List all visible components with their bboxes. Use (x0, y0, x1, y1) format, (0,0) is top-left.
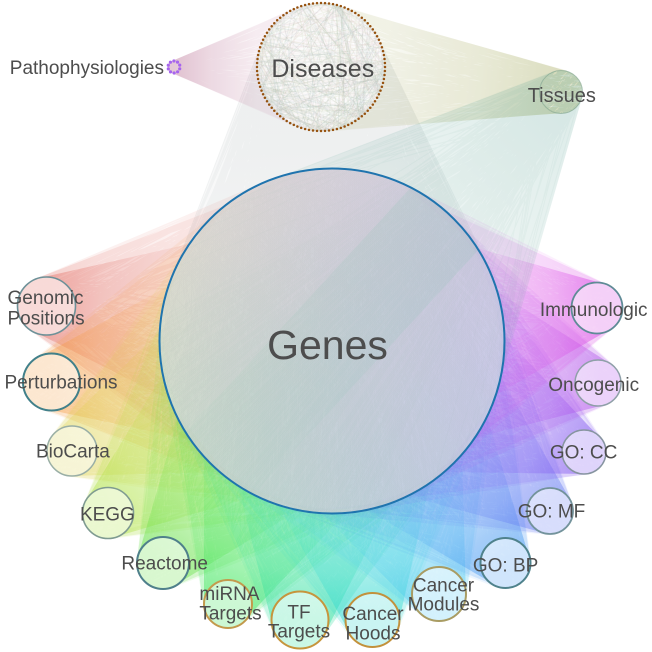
svg-text:GO: CC: GO: CC (550, 443, 618, 464)
svg-text:Pathophysiologies: Pathophysiologies (10, 58, 164, 79)
svg-text:GO: MF: GO: MF (518, 502, 586, 523)
svg-text:Hoods: Hoods (346, 623, 401, 644)
svg-text:Immunologic: Immunologic (540, 300, 648, 321)
svg-text:Genomic: Genomic (8, 288, 84, 309)
svg-text:miRNA: miRNA (199, 584, 259, 605)
svg-text:Genes: Genes (267, 322, 388, 368)
svg-text:GO: BP: GO: BP (473, 555, 538, 576)
svg-text:Positions: Positions (8, 309, 85, 330)
svg-text:Reactome: Reactome (121, 554, 208, 575)
svg-text:Modules: Modules (408, 594, 480, 615)
svg-text:TF: TF (287, 602, 310, 623)
svg-text:Targets: Targets (268, 622, 330, 643)
svg-text:Cancer: Cancer (413, 575, 475, 596)
svg-text:BioCarta: BioCarta (36, 442, 110, 463)
svg-text:Targets: Targets (199, 604, 261, 625)
svg-text:KEGG: KEGG (80, 504, 135, 525)
svg-text:Tissues: Tissues (528, 85, 596, 107)
svg-text:Cancer: Cancer (342, 604, 404, 625)
svg-text:Perturbations: Perturbations (5, 373, 118, 394)
svg-text:Diseases: Diseases (271, 55, 374, 83)
svg-text:Oncogenic: Oncogenic (548, 375, 639, 396)
